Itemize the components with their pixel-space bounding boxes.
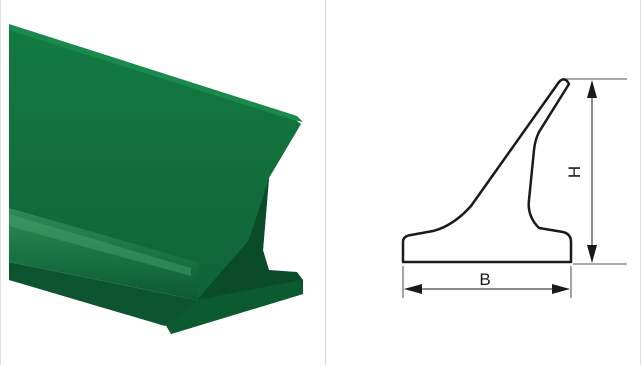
profile-base-highlight: [9, 214, 191, 276]
dimension-height-label: H: [565, 166, 584, 178]
profile-end-section: [167, 122, 303, 334]
h-arrow-bottom: [587, 245, 597, 263]
profile-cross-section-drawing: H B: [401, 78, 627, 298]
profile-top-edge: [9, 24, 303, 122]
profile-base-strip: [9, 208, 197, 300]
b-arrow-left: [404, 284, 422, 294]
profile-3d-render-panel: [0, 0, 326, 365]
profile-cross-section-panel: H B: [327, 0, 641, 365]
h-arrow-top: [587, 80, 597, 98]
profile-3d-render: [9, 24, 303, 334]
b-arrow-right: [552, 284, 570, 294]
profile-end-foot: [165, 280, 303, 334]
profile-outline: [401, 78, 573, 264]
profile-bottom-edge: [9, 262, 197, 326]
dimension-width-label: B: [479, 270, 490, 289]
